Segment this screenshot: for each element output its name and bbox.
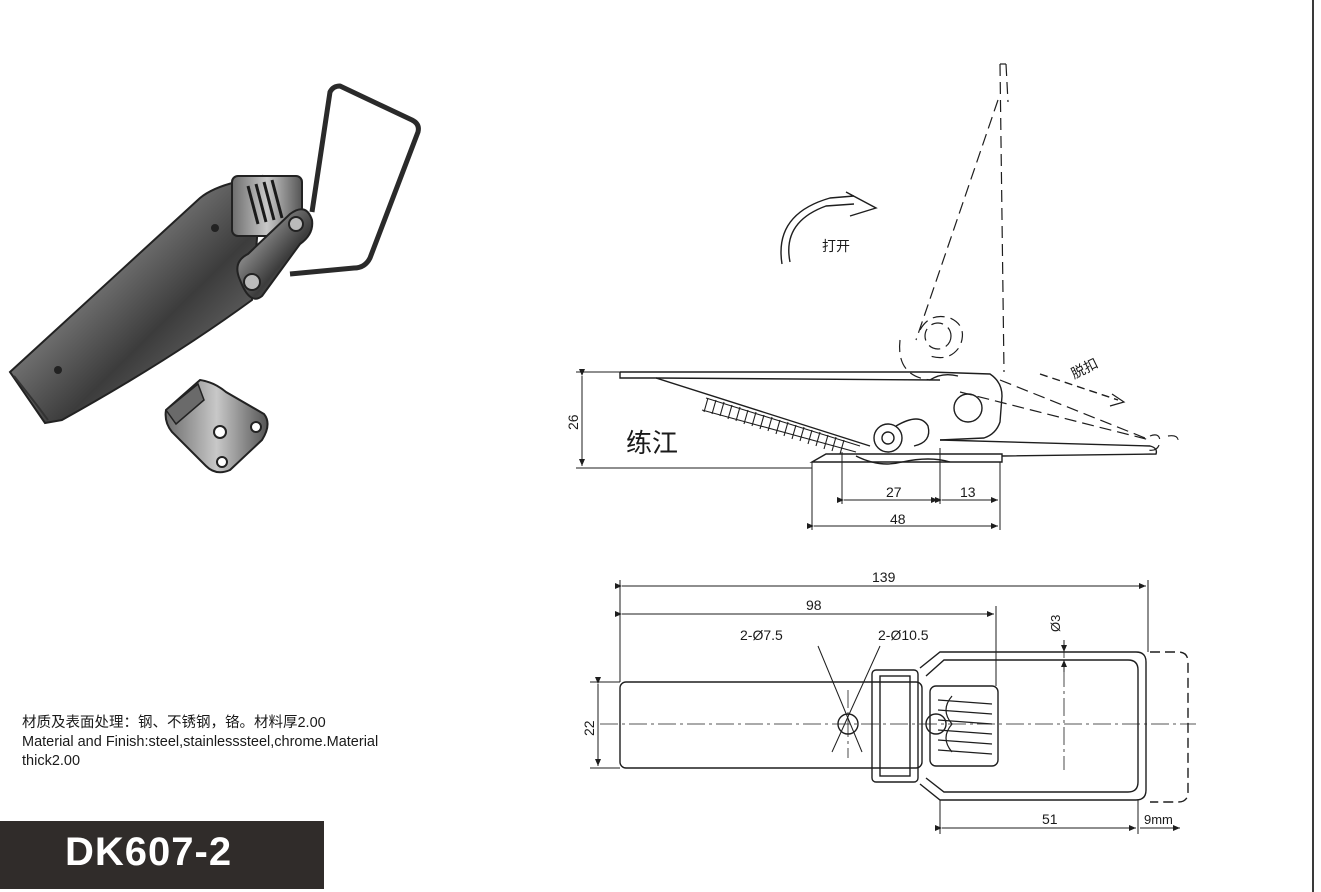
drawing-labels: 打开 脱扣 练江 26 27 13 48 139 98 2-Ø7.5 2-Ø10… xyxy=(565,238,1173,827)
model-bar xyxy=(0,821,324,889)
dim-48-label: 48 xyxy=(890,511,906,527)
hole-large-label: 2-Ø10.5 xyxy=(878,627,929,643)
release-label: 脱扣 xyxy=(1068,355,1100,382)
top-view-drawing xyxy=(590,580,1196,834)
page-border xyxy=(1312,0,1314,892)
side-view-drawing xyxy=(576,63,1179,530)
dim-9mm-label: 9mm xyxy=(1144,812,1173,827)
dim-13-label: 13 xyxy=(960,484,976,500)
model-number: DK607-2 xyxy=(65,830,233,874)
open-label: 打开 xyxy=(822,238,850,254)
material-cn: 材质及表面处理：钢、不锈钢，铬。材料厚2.00 xyxy=(22,715,326,731)
dim-51-label: 51 xyxy=(1042,811,1058,827)
dim-98-label: 98 xyxy=(806,597,822,613)
material-spec: 材质及表面处理：钢、不锈钢，铬。材料厚2.00 Material and Fin… xyxy=(22,714,492,771)
product-photo xyxy=(8,83,421,474)
dim-27-label: 27 xyxy=(886,484,902,500)
material-en-line2: thick2.00 xyxy=(22,753,81,769)
material-en-line1: Material and Finish:steel,stainlesssteel… xyxy=(22,734,379,750)
dim-22-label: 22 xyxy=(581,720,597,736)
brand-mark: 练江 xyxy=(626,428,678,458)
dim-139-label: 139 xyxy=(872,569,896,585)
dim-height-label: 26 xyxy=(565,414,581,430)
hole-small-label: 2-Ø7.5 xyxy=(740,627,783,643)
wire-dia-label: Ø3 xyxy=(1048,615,1063,632)
